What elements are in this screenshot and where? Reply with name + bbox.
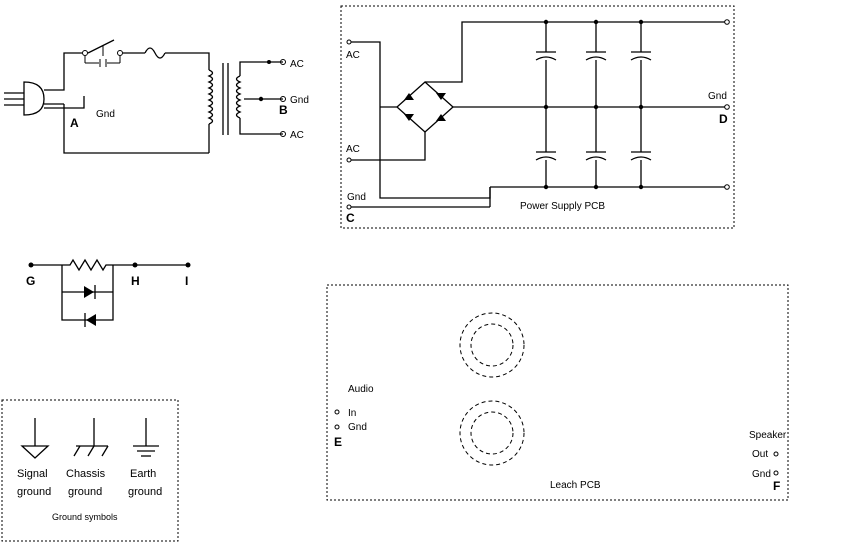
point-a-label: A (70, 116, 79, 130)
speaker-out-label: Out (752, 449, 768, 460)
power-supply-pcb: AC AC Gnd C Gnd D Power Supply PCB (340, 5, 735, 229)
point-e-label: E (334, 435, 342, 449)
gnd-in-label: Gnd (347, 192, 366, 203)
earth-ground-icon (133, 418, 159, 457)
speaker-gnd-label: Gnd (752, 469, 771, 480)
ground-symbols-caption: Ground symbols (52, 512, 118, 522)
bridge-rectifier-icon (396, 81, 454, 133)
ground-symbols-legend: Signal ground Chassis ground Earth groun… (1, 399, 179, 542)
ground-lift-network: G H I (26, 258, 191, 327)
point-i-label: I (185, 274, 188, 288)
ac-bottom-label: AC (290, 130, 304, 141)
earth-label-2: ground (128, 486, 162, 498)
leach-pcb: Audio In Gnd E Speaker Out Gnd F Leach P… (326, 284, 789, 501)
ground-symbols-border (1, 399, 179, 542)
leach-pcb-title: Leach PCB (550, 480, 601, 491)
audio-gnd-label: Gnd (348, 422, 367, 433)
fuse-icon (144, 47, 166, 59)
speaker-label: Speaker (749, 430, 787, 441)
ac-top-label: AC (290, 59, 304, 70)
toroid-transformer-top-icon (459, 312, 525, 378)
signal-ground-icon (20, 418, 50, 459)
point-b-label: B (279, 103, 288, 117)
point-c-label: C (346, 211, 355, 225)
leach-pcb-border (326, 284, 789, 501)
diode-reverse-icon (84, 313, 96, 327)
gnd-mid-label: Gnd (290, 95, 309, 106)
chassis-label-1: Chassis (66, 468, 106, 480)
point-d-label: D (719, 112, 728, 126)
capacitor-icons (535, 51, 652, 161)
secondary-coil (235, 75, 242, 119)
gnd-label: Gnd (96, 109, 115, 120)
power-supply-border (340, 5, 735, 229)
gnd-out-label: Gnd (708, 91, 727, 102)
power-switch-icon (82, 39, 123, 67)
power-supply-title: Power Supply PCB (520, 201, 605, 212)
chassis-ground-icon (73, 418, 109, 457)
point-h-label: H (131, 274, 140, 288)
chassis-label-2: ground (68, 486, 102, 498)
toroid-transformer-bottom-icon (459, 400, 525, 466)
primary-coil (207, 69, 214, 125)
signal-label-1: Signal (17, 468, 48, 480)
signal-label-2: ground (17, 486, 51, 498)
point-g-label: G (26, 274, 35, 288)
earth-label-1: Earth (130, 468, 156, 480)
mains-plug-icon (4, 81, 45, 116)
ac-in-top-label: AC (346, 50, 360, 61)
audio-in-label: In (348, 408, 356, 419)
diode-forward-icon (84, 285, 96, 299)
resistor-icon (62, 258, 113, 272)
audio-label: Audio (348, 384, 374, 395)
mains-transformer-circuit: A Gnd AC Gnd B AC (4, 39, 309, 154)
point-f-label: F (773, 479, 780, 493)
ac-in-bottom-label: AC (346, 144, 360, 155)
